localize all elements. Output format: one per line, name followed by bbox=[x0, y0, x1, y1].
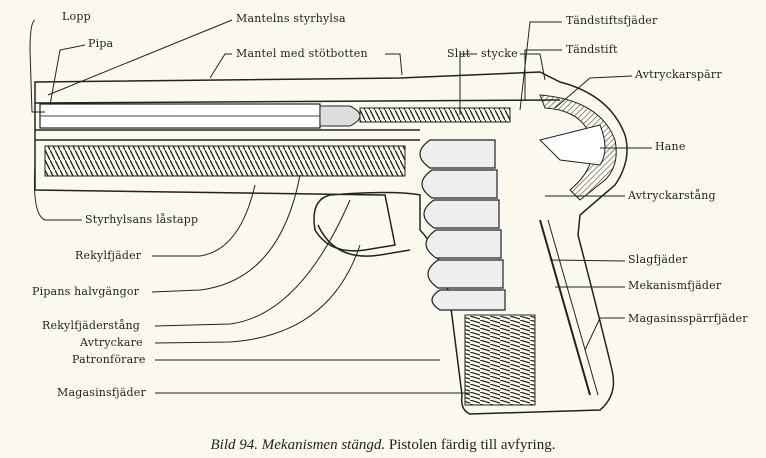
caption-number: Bild 94. bbox=[210, 437, 259, 453]
label-tandstift: Tändstift bbox=[566, 43, 618, 56]
label-mantelns-styrhylsa: Mantelns styrhylsa bbox=[236, 12, 346, 25]
magazine-spring bbox=[464, 314, 536, 406]
mainspring-rod bbox=[539, 219, 591, 396]
label-pipa: Pipa bbox=[88, 37, 114, 50]
label-mekanismfjader: Mekanismfjäder bbox=[628, 279, 722, 292]
label-pipans-halvgangor: Pipans halvgängor bbox=[32, 285, 140, 298]
label-styrhylsans-lastapp: Styrhylsans låstapp bbox=[85, 213, 199, 226]
label-avtryckare: Avtryckare bbox=[80, 336, 143, 349]
trigger-guard bbox=[317, 224, 411, 257]
label-patronforare: Patronförare bbox=[72, 353, 146, 366]
label-avtryckarsparr: Avtryckarspärr bbox=[635, 68, 722, 81]
magazine-cartridges bbox=[419, 139, 506, 311]
chambered-cartridge bbox=[319, 105, 361, 127]
label-lopp: Lopp bbox=[62, 10, 91, 23]
slide-outline bbox=[34, 71, 628, 415]
label-rekylfjaderstang: Rekylfjäderstång bbox=[42, 319, 140, 332]
label-tandstiftsfjader: Tändstiftsfjäder bbox=[566, 14, 658, 27]
recoil-spring bbox=[44, 145, 406, 177]
frame-hatching bbox=[539, 94, 617, 201]
label-hane: Hane bbox=[655, 140, 686, 153]
label-magasinssparrfjader: Magasinsspärrfjäder bbox=[628, 312, 748, 325]
leader-lines bbox=[29, 19, 652, 394]
caption-text: Pistolen färdig till avfyring. bbox=[388, 437, 556, 453]
firing-pin-spring bbox=[359, 107, 511, 123]
label-slut: Slut- bbox=[447, 47, 475, 60]
caption-title: Mekanismen stängd. bbox=[261, 437, 386, 453]
label-avtryckarstang: Avtryckarstång bbox=[628, 189, 716, 202]
figure-caption: Bild 94. Mekanismen stängd. Pistolen fär… bbox=[0, 437, 766, 454]
label-magasinsfjader: Magasinsfjäder bbox=[57, 386, 146, 399]
hammer bbox=[539, 124, 606, 166]
label-stycke: stycke bbox=[481, 47, 518, 60]
label-mantel-med-stotbotten: Mantel med stötbotten bbox=[236, 47, 368, 60]
label-rekylfjader: Rekylfjäder bbox=[75, 249, 142, 262]
label-slagfjader: Slagfjäder bbox=[628, 253, 688, 266]
